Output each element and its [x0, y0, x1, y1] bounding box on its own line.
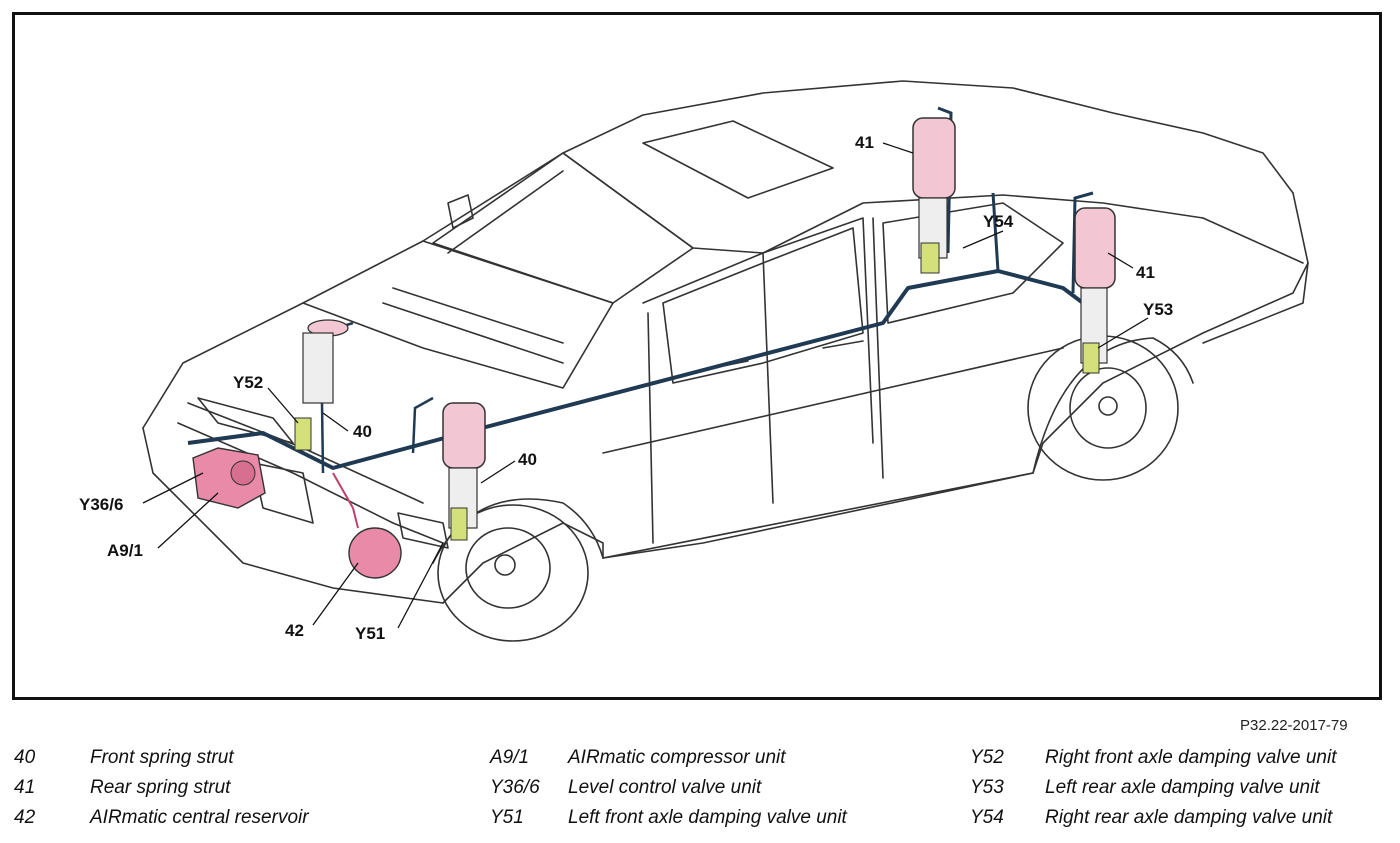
- callout-40-left-front: 40: [518, 450, 537, 469]
- legend-description: AIRmatic compressor unit: [568, 747, 786, 768]
- legend-code: Y36/6: [490, 777, 540, 798]
- diagram-frame: 41 41 Y54 Y53 Y52 40 40 Y36/6 A9/1 42 Y5…: [12, 12, 1382, 700]
- figure-reference: P32.22-2017-79: [1240, 717, 1348, 734]
- callout-40-right-front: 40: [353, 422, 372, 441]
- legend-description: Front spring strut: [90, 747, 234, 768]
- front-spring-strut-left: [442, 402, 486, 541]
- legend-code: Y51: [490, 807, 524, 828]
- callout-y51: Y51: [355, 624, 385, 643]
- legend-description: Left front axle damping valve unit: [568, 807, 847, 828]
- rear-spring-strut-left: [1074, 207, 1116, 374]
- legend-description: AIRmatic central reservoir: [90, 807, 309, 828]
- legend-description: Left rear axle damping valve unit: [1045, 777, 1320, 798]
- callout-y52: Y52: [233, 373, 263, 392]
- legend-code: 40: [14, 747, 36, 768]
- legend-code: 42: [14, 807, 36, 828]
- legend-description: Right front axle damping valve unit: [1045, 747, 1337, 768]
- front-spring-strut-right: [294, 319, 349, 451]
- callout-a9-1: A9/1: [107, 541, 143, 560]
- car-body-outline: [142, 80, 1309, 642]
- leader-lines: [142, 142, 1149, 629]
- legend-description: Right rear axle damping valve unit: [1045, 807, 1333, 828]
- legend-code: Y54: [970, 807, 1004, 828]
- air-line-rear-branch: [937, 106, 1094, 294]
- compressor-unit: [192, 447, 266, 509]
- callout-y54: Y54: [983, 212, 1014, 231]
- callout-y36-6: Y36/6: [79, 495, 123, 514]
- legend-code: Y53: [970, 777, 1004, 798]
- rear-spring-strut-right: [912, 117, 956, 274]
- callout-y53: Y53: [1143, 300, 1173, 319]
- legend-code: A9/1: [490, 747, 530, 768]
- legend-description: Rear spring strut: [90, 777, 231, 798]
- car-suspension-diagram: 41 41 Y54 Y53 Y52 40 40 Y36/6 A9/1 42 Y5…: [79, 80, 1309, 643]
- legend-code: Y52: [970, 747, 1004, 768]
- central-reservoir: [332, 472, 402, 579]
- legend-description: Level control valve unit: [568, 777, 762, 798]
- callout-41-left-rear: 41: [1136, 263, 1155, 282]
- callout-42: 42: [285, 621, 304, 640]
- air-line: [187, 269, 1085, 470]
- legend-code: 41: [14, 777, 36, 798]
- callout-41-right-rear: 41: [855, 133, 874, 152]
